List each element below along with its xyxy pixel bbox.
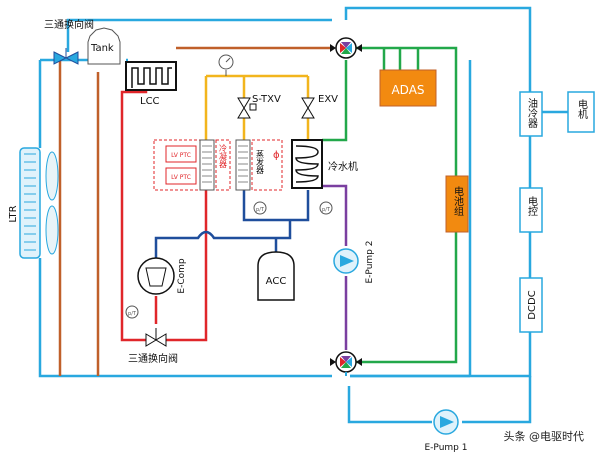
pump-loop (322, 184, 348, 350)
tank-label: Tank (90, 43, 114, 54)
watermark: 头条 @电驱时代 (504, 429, 585, 443)
s-txv-label: S-TXV (252, 94, 281, 105)
three-way-valve-top-label: 三通换向阀 (44, 18, 94, 31)
controller: 电控 (519, 187, 543, 233)
three-way-valve-bottom-label: 三通换向阀 (128, 352, 178, 365)
evaporator: 蒸发器 ϕ (235, 139, 283, 191)
acc-label: ACC (266, 276, 287, 287)
lv-ptc-1-label: LV PTC (171, 152, 191, 159)
refrigerant-liquid-line (204, 74, 310, 140)
ltr-label: LTR (8, 205, 19, 222)
pt-sensor-3: p/T (125, 305, 139, 319)
adas-label: ADAS (391, 83, 424, 97)
motor: 电机 (567, 91, 595, 133)
tank: Tank (87, 27, 121, 65)
acc-accumulator: ACC (257, 251, 295, 301)
exv-label: EXV (318, 94, 338, 105)
adas-module: ADAS (379, 69, 437, 107)
battery-loop (322, 46, 458, 364)
hot-water-loop (96, 46, 334, 376)
pt-sensor-1: p/T (253, 201, 267, 215)
svg-text:p/T: p/T (256, 207, 265, 213)
ltr-radiator: LTR (8, 147, 59, 259)
svg-text:p/T: p/T (322, 207, 331, 213)
four-way-valve-top (330, 37, 362, 59)
pt-sensor-2: p/T (319, 201, 333, 215)
refrigerant-low-line (154, 190, 310, 258)
dcdc-label: DCDC (527, 290, 538, 319)
e-pump-1: E-Pump 1 (425, 409, 468, 453)
oil-cooler: 油冷器 (519, 91, 543, 137)
e-pump-2-label: E-Pump 2 (365, 241, 375, 284)
chiller-label: 冷水机 (328, 160, 358, 173)
battery-label: 电池组 (452, 185, 464, 216)
phi-symbol: ϕ (273, 150, 280, 161)
four-way-valve-bottom (330, 351, 362, 376)
e-comp-compressor: E-Comp (137, 257, 187, 295)
lv-ptc-heaters: LV PTC LV PTC (153, 139, 207, 191)
lv-ptc-2-label: LV PTC (171, 174, 191, 181)
motor-label: 电机 (576, 98, 588, 120)
oil-cooler-label: 油冷器 (526, 97, 538, 129)
battery-pack: 电池组 (445, 175, 469, 233)
s-txv-valve: S-TXV (237, 94, 281, 119)
e-pump-1-label: E-Pump 1 (425, 443, 468, 453)
refrigerant-high-line (120, 80, 208, 342)
dcdc: DCDC (519, 277, 543, 333)
chiller: 冷水机 (291, 139, 358, 189)
three-way-valve-bottom: 三通换向阀 (128, 328, 178, 365)
lcc-heat-exchanger: LCC (125, 61, 177, 107)
lcc-label: LCC (140, 96, 160, 107)
svg-text:p/T: p/T (128, 311, 137, 317)
e-pump-2: E-Pump 2 (333, 241, 375, 284)
exv-valve: EXV (301, 94, 338, 119)
three-way-valve-top: 三通换向阀 (44, 18, 94, 65)
evaporator-label: 蒸发器 (256, 149, 265, 175)
controller-label: 电控 (526, 195, 538, 217)
coolant-loop (38, 6, 568, 424)
condenser-label: 冷凝器 (219, 143, 228, 169)
pressure-gauge-icon (218, 54, 234, 76)
condenser: 冷凝器 (199, 139, 231, 191)
e-comp-label: E-Comp (177, 258, 187, 293)
